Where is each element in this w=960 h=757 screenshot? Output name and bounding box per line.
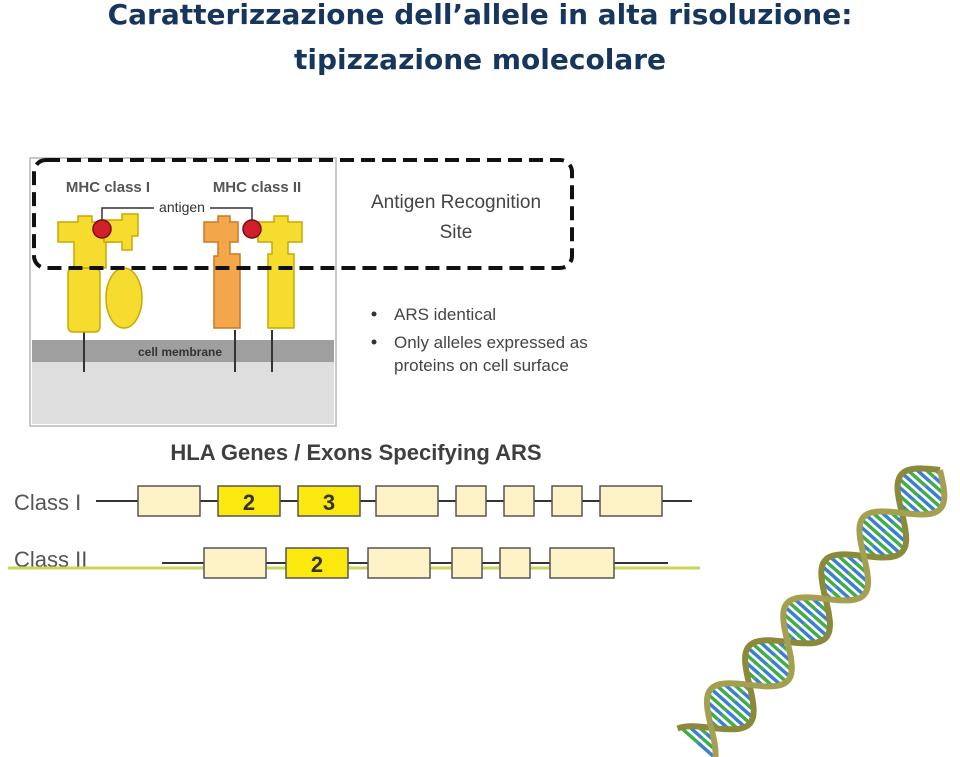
class1-exon-1	[137, 485, 201, 517]
class1-exon-4	[375, 485, 439, 517]
class1-label: Class I	[14, 490, 81, 515]
dna-base-pair	[879, 535, 902, 555]
bullet-list: ARS identical Only alleles expressed as …	[371, 305, 588, 375]
dna-base-pair	[823, 559, 846, 580]
class1-exon-2	[217, 485, 281, 517]
dna-base-pair	[787, 600, 809, 621]
dna-base-pair	[744, 652, 765, 671]
dna-backbone-1	[676, 465, 941, 733]
class1-exon-5	[455, 485, 487, 517]
class1-exon-7	[551, 485, 583, 517]
bullet-2-line-2: proteins on cell surface	[394, 356, 569, 375]
class1-exon-3	[297, 485, 361, 517]
bullet-1-text: ARS identical	[394, 305, 496, 324]
dna-base-pair	[858, 524, 879, 543]
bullet-2-line-1: Only alleles expressed as	[394, 333, 588, 352]
dna-base-pair	[746, 646, 769, 667]
antigen-class1	[92, 219, 112, 239]
dna-base-pair	[839, 580, 860, 600]
dna-base-pair	[860, 518, 883, 538]
bullet-dot-1	[371, 311, 377, 317]
dna-base-pair	[783, 605, 805, 625]
dna-base-pair	[806, 617, 829, 638]
cell-membrane	[32, 340, 334, 362]
class2-exon-label-2: 2	[311, 552, 323, 577]
class1-exon-6	[503, 485, 535, 517]
antigen-pointer-left	[101, 207, 154, 220]
dna-base-pair	[916, 493, 938, 514]
dna-base-pair	[901, 472, 923, 492]
mhc-panel: cell membrane antigen MHC class I MHC cl…	[29, 157, 337, 427]
dna-base-pair	[906, 468, 927, 488]
mhc-class2-alpha-chain	[203, 215, 241, 329]
class1-exon-label-3: 3	[323, 490, 335, 515]
dna-base-pair	[920, 489, 943, 510]
dna-base-pair	[770, 658, 792, 679]
ars-title-line-1: Antigen Recognition	[371, 192, 541, 213]
dna-base-pair	[820, 564, 842, 584]
class1-exon-8	[599, 485, 663, 517]
class2-exon-5	[499, 547, 531, 579]
slide-title-line-2: tipizzazione molecolare	[293, 43, 667, 76]
mhc-class1-label: MHC class I	[66, 179, 150, 196]
antigen-label: antigen	[159, 199, 205, 215]
class1-exon-label-2: 2	[243, 490, 255, 515]
dna-base-pair	[733, 700, 755, 719]
cell-membrane-label: cell membrane	[138, 345, 222, 359]
class2-exon-3	[367, 547, 431, 579]
bullet-dot-2	[371, 339, 377, 345]
dna-base-pair	[847, 571, 869, 591]
dna-base-pair	[802, 622, 824, 642]
dna-base-pair	[709, 687, 732, 708]
dna-base-pair	[793, 597, 814, 616]
dna-base-pair	[706, 692, 728, 712]
dna-base-pair	[843, 576, 866, 597]
class2-exon-2	[285, 547, 349, 579]
dna-backbone-2	[703, 469, 948, 757]
dna-base-pair	[828, 555, 850, 575]
genes-title: HLA Genes / Exons Specifying ARS	[170, 440, 541, 465]
dna-base-pair	[883, 530, 906, 551]
class2-exons: 2	[203, 547, 615, 579]
ars-title-line-2: Site	[440, 222, 473, 243]
dna-helix-image	[676, 465, 948, 757]
dna-base-pair	[679, 726, 700, 745]
class2-exon-4	[451, 547, 483, 579]
mhc-class2-label: MHC class II	[213, 179, 301, 196]
dna-base-pair	[766, 663, 788, 684]
mhc-class1-molecule	[57, 213, 143, 333]
mhc-class2-beta-chain	[257, 215, 303, 329]
beta2-microglobulin	[105, 267, 143, 329]
cytoplasm	[32, 360, 334, 424]
dna-base-pair	[761, 668, 782, 687]
class2-exon-1	[203, 547, 267, 579]
class2-exon-6	[549, 547, 615, 579]
ars-dashed-box	[32, 158, 574, 270]
dna-base-pair	[715, 683, 736, 703]
antigen-pointer-right	[210, 207, 253, 220]
dna-base-pair	[924, 484, 945, 504]
dna-base-pair	[897, 477, 919, 497]
dna-base-pair	[696, 741, 717, 757]
dna-base-pair	[864, 513, 887, 534]
slide-title-line-1: Caratterizzazione dell’allele in alta ri…	[107, 0, 853, 31]
dna-base-pair	[875, 539, 896, 558]
dna-base-pair	[810, 613, 831, 632]
dna-base-pair	[751, 642, 773, 662]
dna-base-pair	[725, 709, 747, 729]
antigen-class2	[242, 219, 262, 239]
dna-base-pair	[729, 704, 752, 725]
